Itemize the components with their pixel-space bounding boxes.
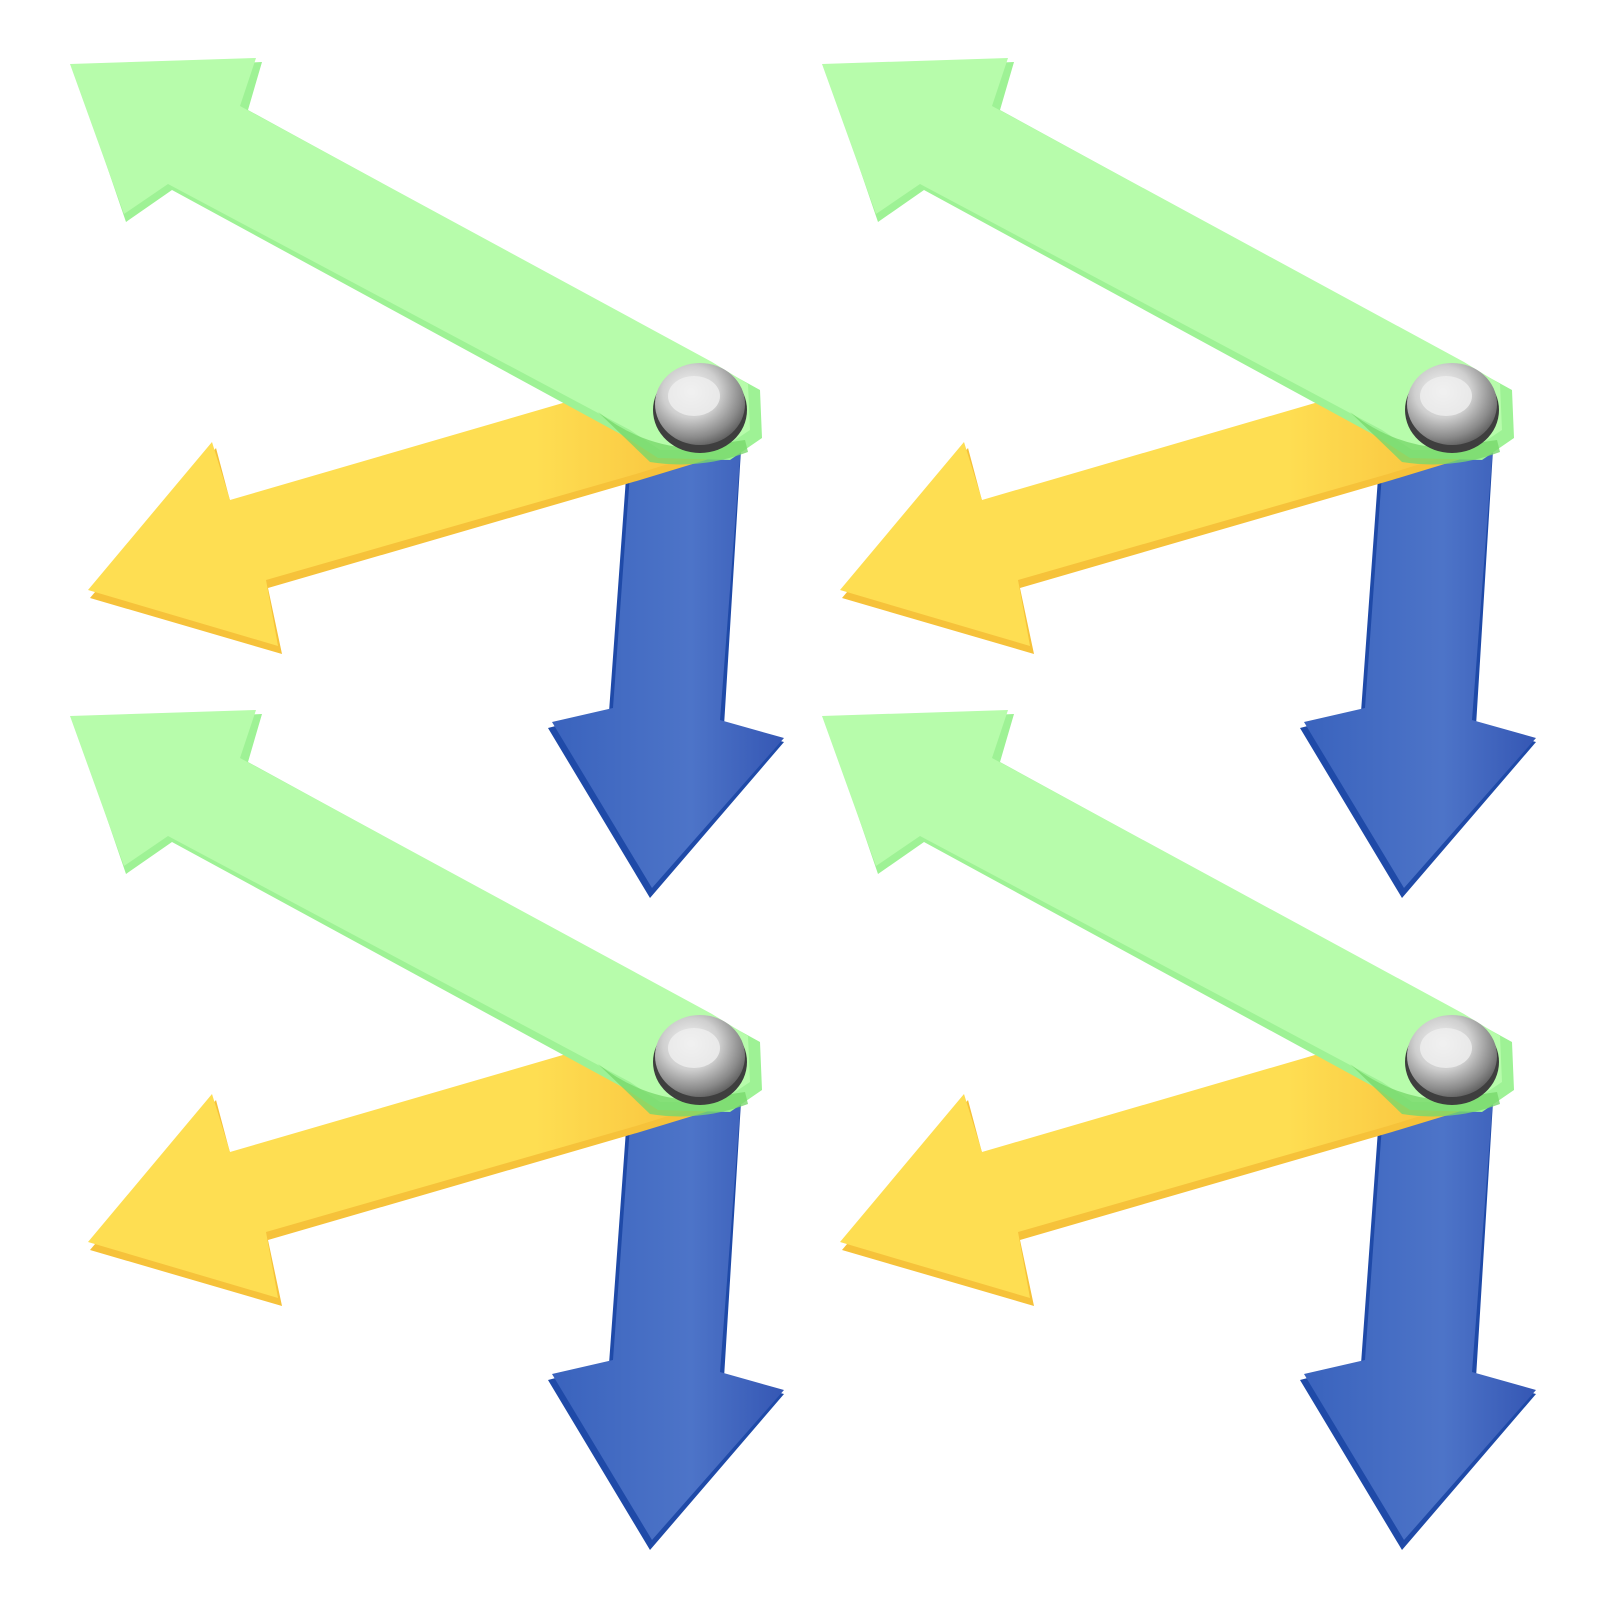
photo-canvas	[70, 58, 1536, 1550]
